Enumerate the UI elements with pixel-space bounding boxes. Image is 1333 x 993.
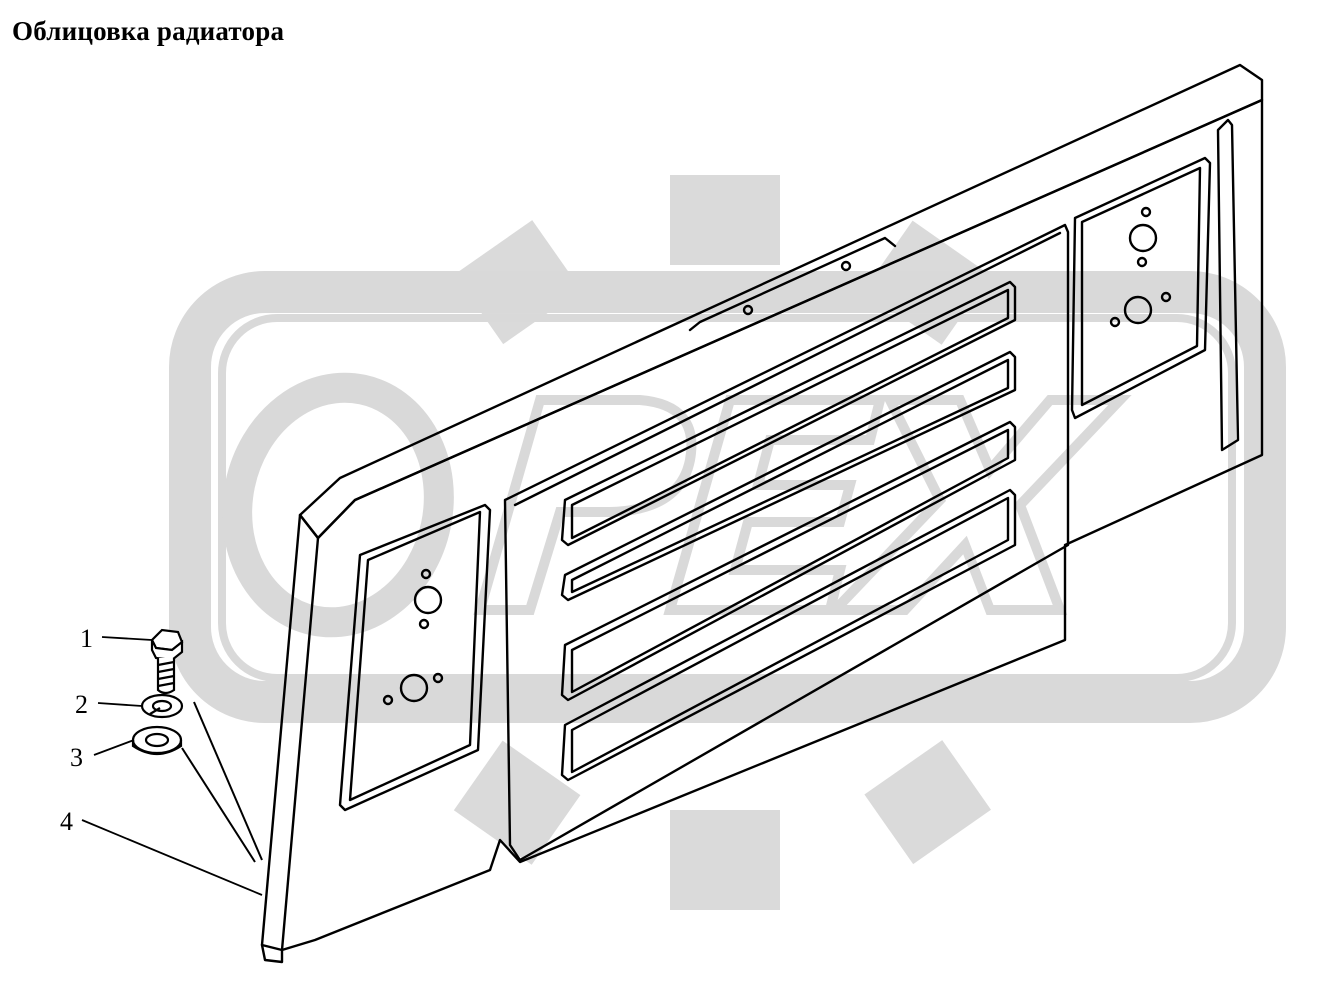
spring-washer-icon	[140, 693, 184, 719]
diagram-title: Облицовка радиатора	[12, 16, 285, 46]
callout-label: 2	[75, 690, 88, 719]
callout-label: 3	[70, 743, 83, 772]
radiator-facing-panel	[260, 63, 1264, 964]
callout-label: 4	[60, 807, 73, 836]
watermark-letter-o	[222, 372, 454, 638]
assembly-lines	[181, 701, 263, 863]
bolt-icon	[150, 628, 184, 695]
leader-lines	[81, 636, 263, 896]
watermark-letter-e	[663, 395, 887, 615]
callout-label: 1	[80, 624, 93, 653]
watermark-letter-x	[823, 395, 1132, 615]
watermark-frame	[169, 271, 1286, 723]
watermark-logo	[169, 175, 1286, 910]
watermark-inner-frame	[218, 314, 1236, 682]
flat-washer-icon	[131, 725, 183, 756]
